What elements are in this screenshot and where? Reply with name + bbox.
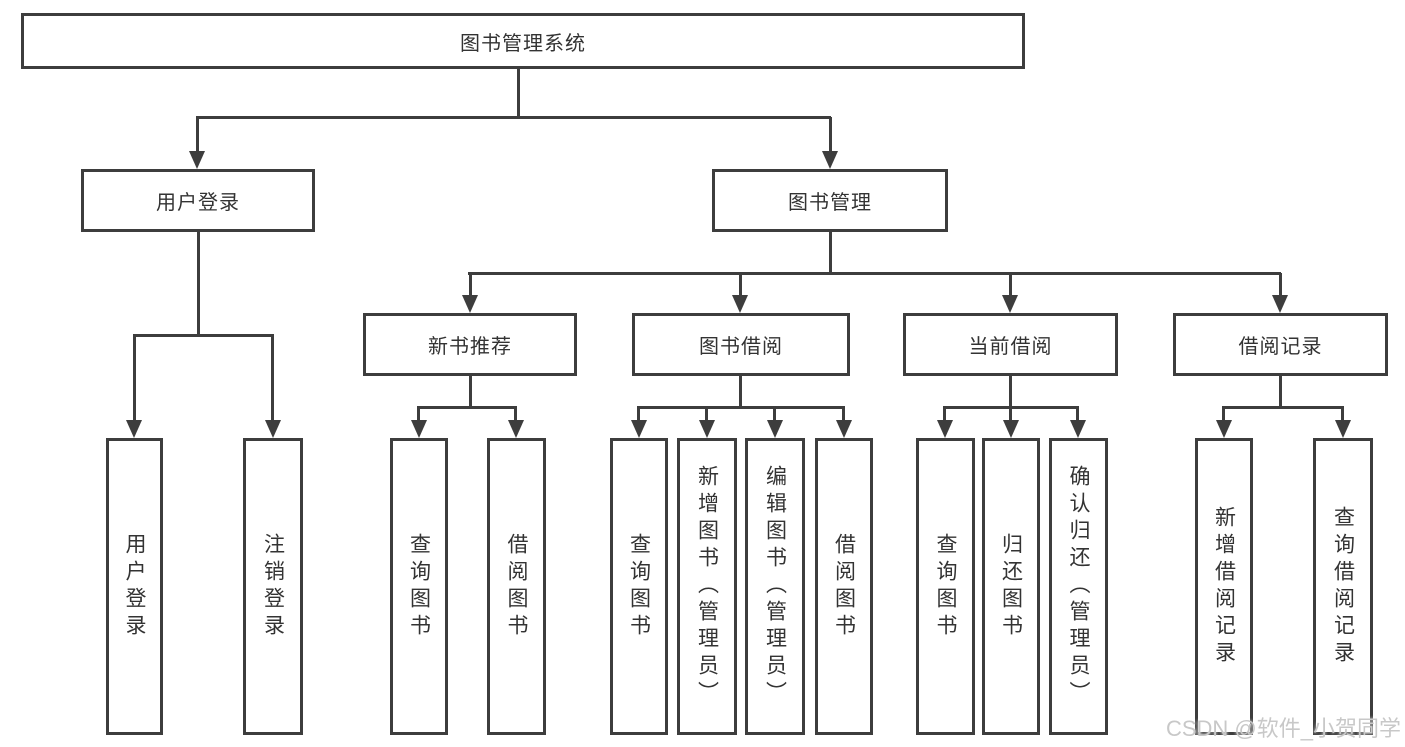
leaf-add-books-admin: 新增图书（管理员）: [677, 438, 737, 735]
node-current-borrowing-label: 当前借阅: [968, 336, 1053, 358]
leaf-borrow-books-borrowing: 借阅图书: [815, 438, 873, 735]
connector-borrowing-records-down: [1279, 375, 1282, 407]
connector-root-stem: [517, 69, 520, 117]
arrow-down-icon: [1272, 295, 1288, 313]
connector-stem-leaf: [514, 407, 517, 422]
connector-stem-borrowing-records: [1279, 273, 1282, 297]
connector-book-borrowing-down: [739, 375, 742, 407]
node-book-management: 图书管理: [712, 169, 948, 232]
arrow-down-icon: [1070, 420, 1086, 438]
leaf-add-books-admin-label: 新增图书（管理员）: [695, 465, 719, 708]
node-current-borrowing: 当前借阅: [903, 313, 1118, 376]
connector-root-bar: [196, 116, 831, 119]
connector-stem-leaf: [773, 407, 776, 422]
arrow-down-icon: [937, 420, 953, 438]
connector-stem-leaf: [1341, 407, 1344, 422]
leaf-query-books-recommend-label: 查询图书: [407, 532, 431, 641]
connector-stem-leaf: [417, 407, 420, 422]
connector-level3-bar: [468, 272, 1281, 275]
leaf-add-borrow-record-label: 新增借阅记录: [1212, 505, 1236, 668]
arrow-down-icon: [1335, 420, 1351, 438]
arrow-down-icon: [265, 420, 281, 438]
arrow-down-icon: [767, 420, 783, 438]
connector-user-login-bar: [133, 334, 274, 337]
connector-book-management-stem: [829, 232, 832, 275]
arrow-down-icon: [508, 420, 524, 438]
connector-book-borrowing-bar: [637, 406, 845, 409]
connector-new-book-recommend-bar: [417, 406, 517, 409]
leaf-borrow-books-recommend-label: 借阅图书: [505, 532, 529, 641]
connector-stem-book-borrowing: [739, 273, 742, 297]
leaf-logout: 注销登录: [243, 438, 303, 735]
leaf-return-books: 归还图书: [982, 438, 1040, 735]
connector-stem-leaf: [943, 407, 946, 422]
leaf-confirm-return-admin-label: 确认归还（管理员）: [1067, 465, 1091, 708]
arrow-down-icon: [1216, 420, 1232, 438]
leaf-return-books-label: 归还图书: [999, 532, 1023, 641]
node-user-login-label: 用户登录: [156, 192, 240, 214]
arrow-down-icon: [836, 420, 852, 438]
leaf-query-books-borrowing: 查询图书: [610, 438, 668, 735]
connector-stem-leaf: [1222, 407, 1225, 422]
leaf-confirm-return-admin: 确认归还（管理员）: [1049, 438, 1108, 735]
connector-stem-leaf-user-login: [133, 335, 136, 421]
leaf-borrow-books-recommend: 借阅图书: [487, 438, 546, 735]
csdn-watermark: CSDN @软件_小贺同学: [1165, 716, 1401, 741]
leaf-add-borrow-record: 新增借阅记录: [1195, 438, 1253, 735]
arrow-down-icon: [699, 420, 715, 438]
leaf-user-login: 用户登录: [106, 438, 163, 735]
connector-stem-current-borrowing: [1009, 273, 1012, 297]
connector-stem-leaf: [1009, 407, 1012, 422]
leaf-edit-books-admin-label: 编辑图书（管理员）: [763, 465, 787, 708]
leaf-query-books-current-label: 查询图书: [934, 532, 958, 641]
node-book-borrowing-label: 图书借阅: [699, 336, 783, 358]
leaf-query-books-borrowing-label: 查询图书: [627, 532, 651, 641]
node-borrowing-records: 借阅记录: [1173, 313, 1388, 376]
node-root: 图书管理系统: [21, 13, 1025, 69]
connector-borrowing-records-bar: [1222, 406, 1344, 409]
connector-stem-leaf: [842, 407, 845, 422]
connector-stem-user-login: [196, 117, 199, 154]
leaf-query-borrow-record: 查询借阅记录: [1313, 438, 1373, 735]
connector-new-book-recommend-down: [469, 375, 472, 407]
leaf-query-books-current: 查询图书: [916, 438, 975, 735]
connector-current-borrowing-down: [1009, 375, 1012, 407]
arrow-down-icon: [411, 420, 427, 438]
connector-user-login-stem: [197, 232, 200, 335]
node-book-borrowing: 图书借阅: [632, 313, 850, 376]
arrow-down-icon: [631, 420, 647, 438]
node-book-management-label: 图书管理: [788, 192, 872, 214]
connector-stem-leaf: [1076, 407, 1079, 422]
node-new-book-recommend: 新书推荐: [363, 313, 577, 376]
node-borrowing-records-label: 借阅记录: [1238, 336, 1323, 358]
arrow-down-icon: [189, 151, 205, 169]
connector-stem-leaf: [637, 407, 640, 422]
arrow-down-icon: [1002, 295, 1018, 313]
connector-stem-new-book-recommend: [469, 273, 472, 297]
connector-stem-book-management: [829, 117, 832, 154]
leaf-query-books-recommend: 查询图书: [390, 438, 448, 735]
node-new-book-recommend-label: 新书推荐: [428, 336, 512, 358]
arrow-down-icon: [462, 295, 478, 313]
node-root-label: 图书管理系统: [460, 32, 586, 55]
leaf-logout-label: 注销登录: [261, 532, 285, 641]
leaf-query-borrow-record-label: 查询借阅记录: [1331, 505, 1355, 668]
arrow-down-icon: [126, 420, 142, 438]
arrow-down-icon: [732, 295, 748, 313]
leaf-borrow-books-borrowing-label: 借阅图书: [832, 532, 856, 641]
arrow-down-icon: [822, 151, 838, 169]
arrow-down-icon: [1003, 420, 1019, 438]
leaf-edit-books-admin: 编辑图书（管理员）: [745, 438, 805, 735]
connector-stem-leaf-logout: [271, 335, 274, 421]
leaf-user-login-label: 用户登录: [123, 532, 147, 641]
connector-stem-leaf: [705, 407, 708, 422]
node-user-login: 用户登录: [81, 169, 315, 232]
